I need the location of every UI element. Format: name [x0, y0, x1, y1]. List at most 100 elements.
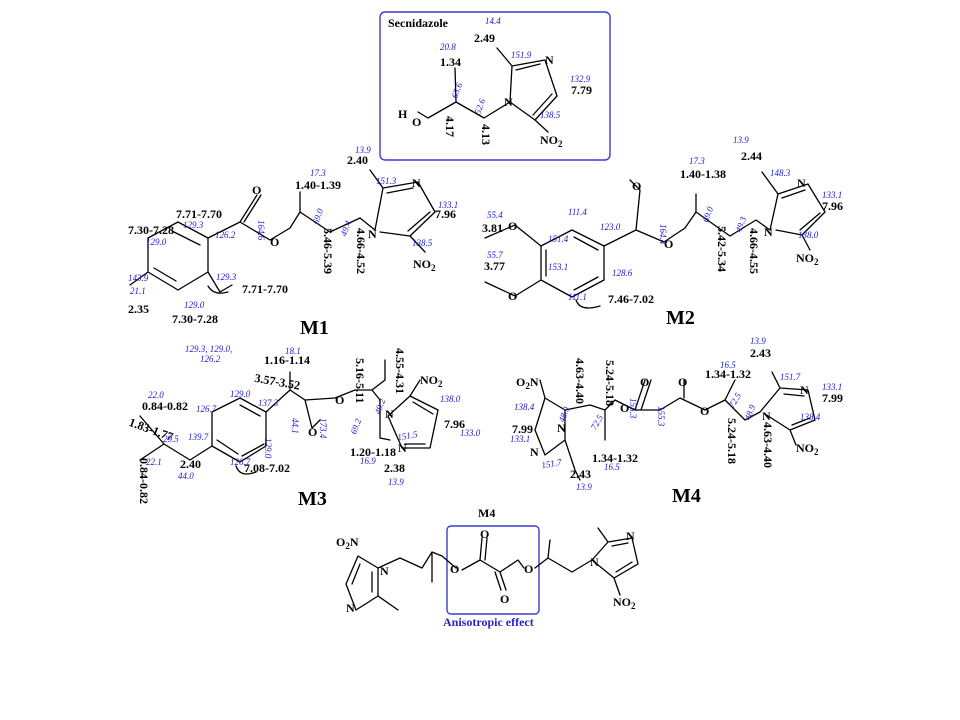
m4-h-4: 2.43 — [570, 467, 591, 481]
m3-c-12: 22.1 — [146, 457, 162, 467]
m4-c-6: 155.3 — [656, 406, 666, 427]
m2-c-15: 111.1 — [568, 292, 587, 302]
m1-c-9: 129.3 — [216, 272, 237, 282]
m2-c-10: 49.3 — [733, 215, 748, 234]
m3-label: M3 — [298, 488, 327, 510]
m2-c-7: 123.0 — [600, 222, 621, 232]
m1-c-5: 126.2 — [215, 230, 236, 240]
m1-h-8: 7.71-7.70 — [242, 282, 288, 296]
m4-o3: O — [678, 375, 687, 389]
m2-label: M2 — [666, 307, 695, 329]
m3-c-10: 139.7 — [188, 432, 209, 442]
m4-c-7: 72.5 — [727, 391, 744, 410]
m3-h-2: 3.57-3.52 — [254, 371, 302, 393]
m3-h-3: 0.84-0.82 — [142, 399, 188, 413]
m1-c-14: 133.1 — [438, 200, 458, 210]
m4-c-16: 138.4 — [800, 412, 821, 422]
m1-h-5: 7.96 — [435, 207, 456, 221]
m4-o4: O — [700, 404, 709, 418]
m2-c-5: 55.4 — [487, 210, 503, 220]
m3-h-7: 5.16-5.11 — [353, 358, 367, 403]
m1-panel: O O N N NO2 2.40 1.40-1.39 7.71-7.70 7.3… — [128, 145, 458, 339]
m2-panel: O O O O N N NO2 2.44 1.40-1.38 3.81 3.77… — [482, 135, 843, 329]
m1-h-10: 2.35 — [128, 302, 149, 316]
m2-c-13: 153.1 — [548, 262, 568, 272]
m3-c-16: 69.2 — [348, 417, 363, 436]
m4-c-8: 48.9 — [742, 403, 757, 422]
m4b-no2-right: NO2 — [613, 595, 636, 611]
m4-c-10: 151.7 — [780, 372, 801, 382]
sec-c-7: 138.5 — [540, 110, 561, 120]
m3-c-8: 22.0 — [148, 390, 164, 400]
secnidazole-o: O — [412, 115, 421, 129]
m1-c-11: 164.6 — [256, 220, 266, 241]
m3-c-1: 129.3, 129.0, — [185, 344, 232, 354]
m4-h-9: 2.43 — [750, 346, 771, 360]
m4-c-3: 48.9 — [556, 405, 571, 424]
m4b-o2: O — [480, 527, 489, 541]
m3-o-carbonyl: O — [308, 425, 317, 439]
m4-c-12: 16.5 — [604, 462, 620, 472]
m4-no2-right: NO2 — [796, 441, 819, 457]
m1-c-4: 129.3 — [183, 220, 204, 230]
m1-c-2: 17.3 — [310, 168, 326, 178]
m2-c-2: 17.3 — [689, 156, 705, 166]
m4-n3-left: N — [530, 445, 539, 459]
m3-n1: N — [385, 407, 394, 421]
m3-c-2: 126.2 — [200, 354, 221, 364]
m3-n3: N — [398, 441, 407, 455]
m4-label: M4 — [672, 485, 701, 507]
m1-c-3: 151.3 — [376, 176, 397, 186]
sec-h-2: 1.34 — [440, 55, 461, 69]
m1-c-6: 129.0 — [146, 237, 167, 247]
m2-c-3: 148.3 — [770, 168, 791, 178]
m2-c-8: 164.4 — [658, 224, 668, 245]
m4b-o3: O — [500, 592, 509, 606]
sec-h-3: 7.79 — [571, 83, 592, 97]
m4-h-10: 7.99 — [822, 391, 843, 405]
m3-c-13: 44.0 — [178, 471, 194, 481]
m3-h-8: 4.55-4.31 — [393, 348, 407, 394]
m1-c-8: 21.1 — [130, 286, 146, 296]
m2-o-methoxy-1: O — [508, 219, 517, 233]
m3-c-22: 13.9 — [388, 477, 404, 487]
m2-c-16: 138.0 — [798, 230, 819, 240]
m3-c-20: 133.0 — [460, 428, 481, 438]
m1-c-15: 138.5 — [412, 238, 433, 248]
m1-h-3: 7.71-7.70 — [176, 207, 222, 221]
secnidazole-no2: NO2 — [540, 133, 563, 149]
m4-o2: O — [640, 375, 649, 389]
m2-h-4: 3.77 — [484, 259, 505, 273]
m4-o1: O — [620, 401, 629, 415]
m2-ring-bracket — [575, 299, 601, 309]
m3-c-15: 129.0 — [263, 438, 273, 459]
sec-h-5: 4.13 — [479, 124, 493, 145]
m1-h-1: 2.40 — [347, 153, 368, 167]
m2-o-carbonyl: O — [632, 179, 641, 193]
secnidazole-title: Secnidazole — [388, 16, 449, 30]
m1-c-12: 69.0 — [310, 207, 325, 226]
m1-h-7: 4.66-4.52 — [354, 228, 368, 274]
m4-c-13: 13.9 — [576, 482, 592, 492]
m4-c-2: 133.1 — [510, 434, 530, 444]
m2-c-11: 133.1 — [822, 190, 842, 200]
m4-h-8: 4.63-4.40 — [761, 422, 775, 468]
m2-c-12: 55.7 — [487, 250, 503, 260]
anisotropic-label: Anisotropic effect — [443, 615, 534, 629]
secnidazole-panel: Secnidazole N N H O NO2 2.49 1.34 7.79 4… — [379, 11, 611, 161]
m4-n3-right: N — [800, 383, 809, 397]
m3-c-14: 126.7 — [230, 457, 251, 467]
m1-h-4: 7.30-7.28 — [128, 223, 174, 237]
secnidazole-box — [379, 11, 611, 161]
m2-h-5: 7.96 — [822, 199, 843, 213]
m4b-n1-right: N — [590, 555, 599, 569]
m1-c-1: 13.9 — [355, 145, 371, 155]
m4-anisotropic-panel: M4 O2N N N O O O O N N NO2 Anisotropic e… — [336, 506, 639, 629]
m3-c-3: 18.1 — [285, 346, 301, 356]
m3-h-9: 1.20-1.18 — [350, 445, 396, 459]
m1-c-10: 129.0 — [184, 300, 205, 310]
sec-c-1: 14.4 — [485, 16, 501, 26]
m2-h-3: 3.81 — [482, 221, 503, 235]
sec-h-4: 4.17 — [443, 116, 457, 137]
m3-c-9: 126.7 — [196, 404, 217, 414]
